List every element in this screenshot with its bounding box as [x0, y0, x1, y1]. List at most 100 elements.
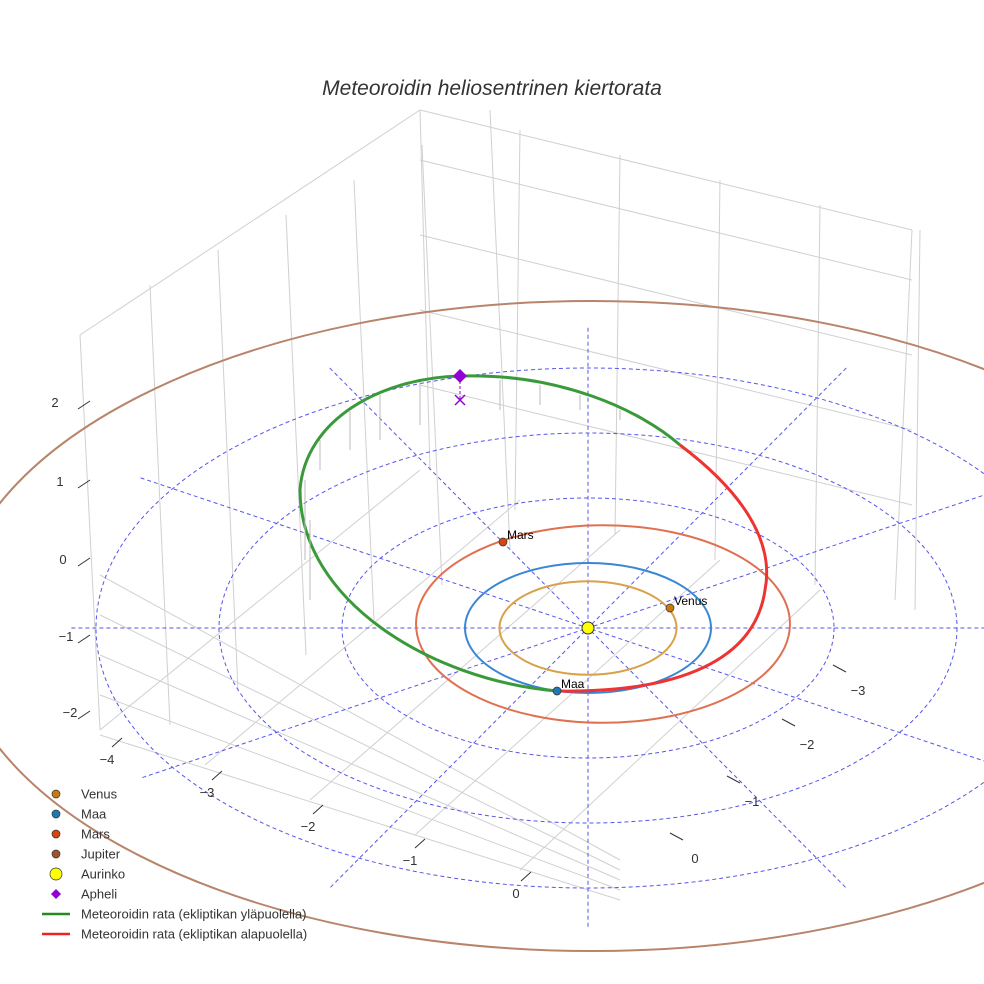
legend-item[interactable]: Mars: [51, 827, 110, 842]
grid-line: [217, 249, 239, 691]
legend-label: Mars: [81, 827, 110, 842]
grid-line: [419, 159, 913, 281]
legend-item[interactable]: Venus: [51, 787, 118, 802]
legend-item[interactable]: Jupiter: [51, 847, 121, 862]
x-tick-label: −4: [100, 752, 115, 767]
z-tick-mark: [77, 479, 91, 489]
y-tick-label: −1: [745, 794, 760, 809]
y-tick-mark: [726, 775, 741, 784]
z-tick-mark: [77, 557, 91, 567]
chart-title: Meteoroidin heliosentrinen kiertorata: [322, 77, 662, 100]
z-tick-mark: [77, 400, 91, 410]
floor-grid-line: [99, 654, 621, 881]
aphelion-marker: [453, 369, 467, 383]
z-tick-label: −1: [59, 629, 74, 644]
floor-grid-line: [99, 614, 621, 871]
x-tick-mark: [312, 804, 324, 815]
tick-labels: 210−1−2−4−3−2−10−3−2−10: [51, 395, 865, 901]
legend-item[interactable]: Meteoroidin rata (ekliptikan yläpuolella…: [42, 907, 306, 922]
z-tick-mark: [77, 710, 91, 720]
floor-grid-line: [99, 574, 621, 861]
grid-line: [419, 384, 913, 506]
x-tick-label: 0: [512, 886, 519, 901]
floor-grid-line: [99, 469, 421, 731]
axis-box-edge: [79, 109, 421, 336]
y-tick-mark: [781, 718, 796, 727]
grid-line: [714, 179, 721, 561]
axis-box-edge: [894, 229, 913, 601]
x-tick-label: −1: [403, 853, 418, 868]
y-tick-label: −3: [851, 683, 866, 698]
grid-line: [419, 309, 913, 431]
orbit-venus: [498, 580, 678, 676]
legend-label: Aurinko: [81, 867, 125, 882]
legend-circle-icon: [51, 809, 61, 819]
floor-grid-line: [99, 694, 621, 891]
orbit-jupiter: [0, 300, 984, 952]
grid-line: [614, 154, 621, 536]
x-tick-mark: [520, 871, 532, 882]
planet-label: Venus: [674, 594, 707, 608]
meteoroid-orbit-above: [298, 374, 681, 693]
x-tick-label: −3: [200, 785, 215, 800]
floor-grid-line: [99, 734, 621, 901]
floor-grid-line: [309, 529, 621, 801]
grid-line: [814, 204, 821, 586]
legend-diamond-icon: [51, 889, 61, 899]
ecliptic-grid: [71, 327, 984, 929]
grid-line: [914, 229, 921, 611]
y-tick-label: −2: [800, 737, 815, 752]
meteoroid-orbit-below: [556, 443, 769, 693]
legend-label: Meteoroidin rata (ekliptikan yläpuolella…: [81, 907, 306, 922]
planet-marker-mars: [498, 537, 508, 547]
axis-box-edge: [419, 109, 431, 471]
x-tick-label: −2: [301, 819, 316, 834]
grid-line: [419, 234, 913, 356]
orbit-maa: [464, 562, 712, 694]
y-tick-mark: [832, 664, 847, 673]
floor-grid-line: [204, 499, 521, 766]
legend-item[interactable]: Apheli: [51, 887, 117, 902]
sun-marker: [581, 621, 595, 635]
z-tick-label: −2: [63, 705, 78, 720]
planet-orbits: [0, 300, 984, 952]
legend-label: Meteoroidin rata (ekliptikan alapuolella…: [81, 927, 307, 942]
orbit-mars: [415, 524, 791, 724]
axis-box-edge: [79, 334, 101, 731]
legend-circle-icon: [51, 789, 61, 799]
legend-label: Apheli: [81, 887, 117, 902]
planet-marker-maa: [552, 686, 562, 696]
x-tick-mark: [414, 838, 426, 849]
grid-line: [285, 214, 307, 656]
legend-circle-icon: [49, 867, 63, 881]
axis-box-grid: [79, 109, 921, 901]
meteoroid-orbit: [298, 374, 769, 693]
legend-circle-icon: [51, 829, 61, 839]
legend[interactable]: VenusMaaMarsJupiterAurinkoApheliMeteoroi…: [42, 787, 307, 942]
planet-label: Maa: [561, 677, 585, 691]
y-tick-mark: [669, 832, 684, 841]
legend-circle-icon: [51, 849, 61, 859]
z-tick-label: 2: [51, 395, 58, 410]
z-tick-label: 0: [59, 552, 66, 567]
planet-marker-venus: [665, 603, 675, 613]
x-tick-mark: [211, 770, 223, 781]
legend-item[interactable]: Aurinko: [49, 867, 125, 882]
z-tick-label: 1: [56, 474, 63, 489]
axis-box-edge: [419, 109, 913, 231]
legend-label: Maa: [81, 807, 107, 822]
legend-label: Venus: [81, 787, 118, 802]
planet-label: Mars: [507, 528, 534, 542]
z-tick-mark: [77, 634, 91, 644]
legend-label: Jupiter: [81, 847, 121, 862]
grid-line: [421, 144, 443, 586]
floor-grid-line: [519, 589, 821, 871]
x-tick-mark: [111, 737, 123, 748]
legend-item[interactable]: Meteoroidin rata (ekliptikan alapuolella…: [42, 927, 307, 942]
aphelion-projection-x-icon: [454, 394, 466, 406]
legend-item[interactable]: Maa: [51, 807, 107, 822]
grid-line: [149, 284, 171, 726]
